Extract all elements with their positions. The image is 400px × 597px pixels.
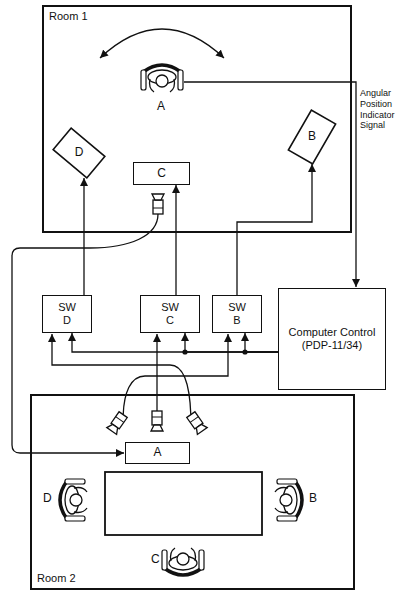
camera-center-room2: [151, 411, 163, 431]
person-letter: B: [309, 492, 317, 506]
camera-wire-center: [156, 334, 157, 411]
monitor-letter: C: [157, 167, 166, 181]
camera-left-room2: [107, 411, 128, 434]
monitor-box: A: [125, 442, 190, 464]
switch-box: SW C: [140, 295, 200, 333]
camera-wire-room1: [12, 214, 158, 453]
person-a-room1: [141, 65, 183, 92]
person-letter-holder: A: [157, 100, 165, 114]
switch-box: SW B: [212, 295, 262, 333]
room-outline: Room 1 D B C: [42, 5, 352, 233]
monitor-letter: A: [153, 446, 161, 460]
room-name: Room 1: [49, 10, 88, 23]
camera-wire-right: [52, 334, 191, 415]
signal-connector: [245, 333, 278, 352]
computer-box: Computer Control (PDP-11/34): [278, 288, 386, 390]
signal-connector: [185, 333, 278, 352]
person-b-room2: [275, 479, 302, 521]
signal-name-holder: Angular Position Indicator Signal: [360, 88, 395, 131]
monitor: B: [288, 110, 336, 164]
person-letter: D: [43, 492, 52, 506]
monitor-box: C: [133, 162, 190, 185]
monitor-letter: D: [75, 146, 84, 160]
switch-box: SW D: [42, 295, 92, 333]
monitor-rect: [53, 128, 105, 178]
signal-connector: [72, 333, 278, 352]
switch-name: SW D: [58, 301, 76, 326]
switch-name: SW B: [228, 301, 246, 326]
signal-connector: [83, 178, 84, 295]
person-letter: A: [157, 100, 165, 114]
camera-room1: [152, 194, 164, 214]
room-name: Room 2: [37, 572, 76, 585]
person-letter-holder: B: [309, 492, 317, 506]
rotation-arc: [100, 29, 224, 58]
monitor-letter: B: [308, 130, 316, 144]
camera-wire-left: [123, 334, 228, 415]
signal-name: Angular Position Indicator Signal: [360, 88, 395, 131]
person-letter-holder: C: [151, 553, 160, 567]
camera-right-room2: [186, 411, 207, 434]
angular-signal-wire: [184, 82, 356, 287]
person-c-room2: [162, 548, 204, 575]
table: [105, 472, 262, 535]
signal-connector: [237, 164, 312, 295]
switch-name: SW C: [161, 301, 179, 326]
signal-connector: [175, 185, 176, 295]
monitor-rect: [288, 110, 335, 164]
monitor: D: [53, 128, 105, 178]
person-d-room2: [60, 479, 87, 521]
person-letter: C: [151, 553, 160, 567]
room-outline: Room 2 A: [30, 394, 355, 590]
person-letter-holder: D: [43, 492, 52, 506]
computer-name: Computer Control (PDP-11/34): [279, 326, 385, 351]
